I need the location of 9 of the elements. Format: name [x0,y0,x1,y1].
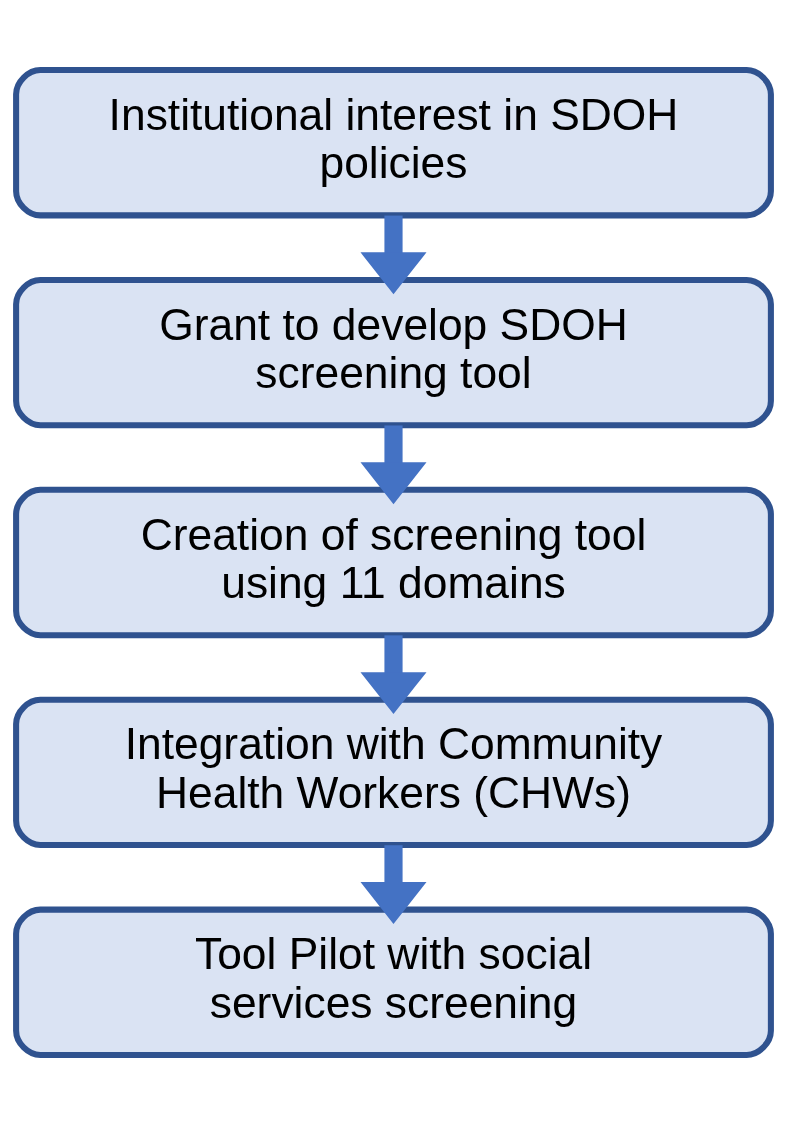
arrow [360,845,427,924]
arrow [360,425,427,505]
node-box: Institutional interest in SDOH policies [13,67,774,219]
node-box: Grant to develop SDOH screening tool [13,276,774,429]
node-box: Integration with Community Health Workers (CHWs) [13,696,774,849]
arrow [360,635,427,715]
arrow [360,215,427,295]
node-box: Tool Pilot with social services screening [13,906,774,1058]
node-box: Creation of screening tool using 11 domains [13,486,774,639]
